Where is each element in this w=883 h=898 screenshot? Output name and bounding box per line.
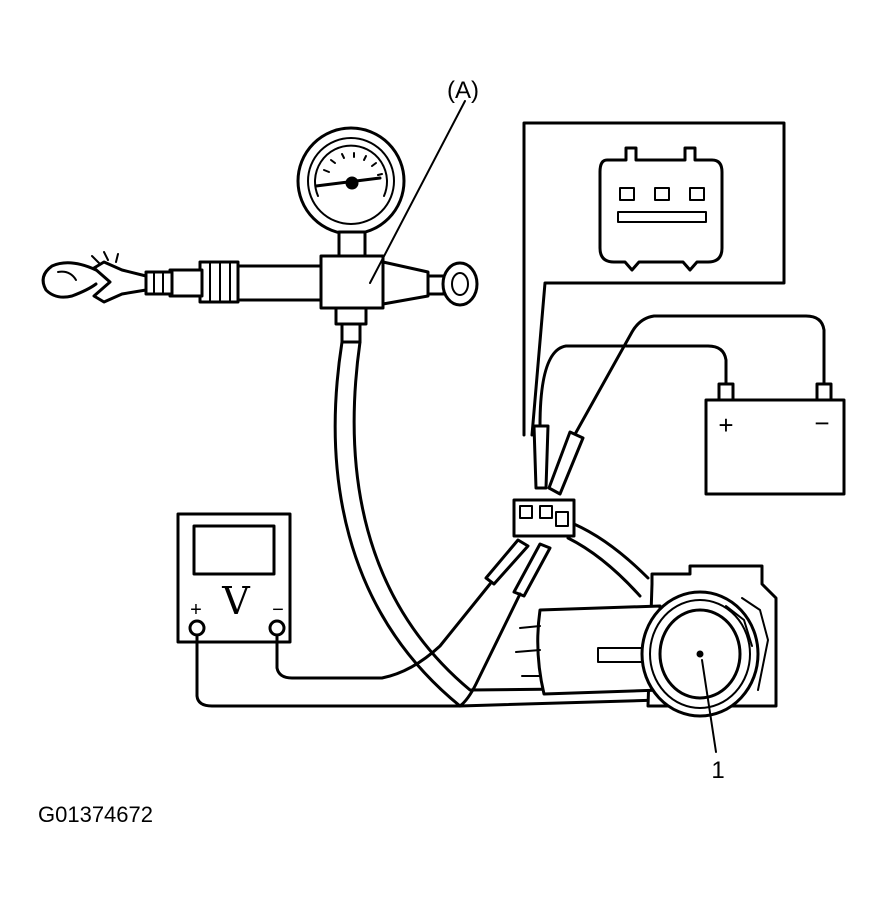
gauge-ticks: [323, 152, 383, 176]
voltmeter-plus-label: +: [190, 599, 202, 621]
callout-a-label: (A): [447, 77, 479, 104]
connector-inset: [522, 121, 786, 437]
voltmeter-minus-label: −: [272, 599, 284, 621]
voltmeter-symbol: V: [221, 579, 250, 623]
battery-leads: [532, 314, 826, 496]
compressor: 1: [515, 564, 778, 784]
battery-plus-label: +: [718, 410, 733, 440]
battery: + −: [704, 382, 846, 496]
callout-a-leader: [369, 100, 466, 284]
callout-1-leader: [701, 659, 717, 753]
pressure-gauge-assembly: (A): [41, 77, 479, 344]
connector-face-icon: [598, 146, 724, 272]
harness-connector: [484, 498, 650, 598]
battery-icon: [704, 398, 846, 496]
figure-code: G01374672: [38, 802, 153, 827]
voltmeter-display: [192, 524, 276, 576]
battery-minus-label: −: [814, 408, 829, 438]
voltmeter: V + −: [176, 512, 292, 644]
voltmeter-leads: [195, 582, 522, 708]
callout-1-label: 1: [711, 757, 724, 784]
gauge-hose: [333, 340, 662, 708]
